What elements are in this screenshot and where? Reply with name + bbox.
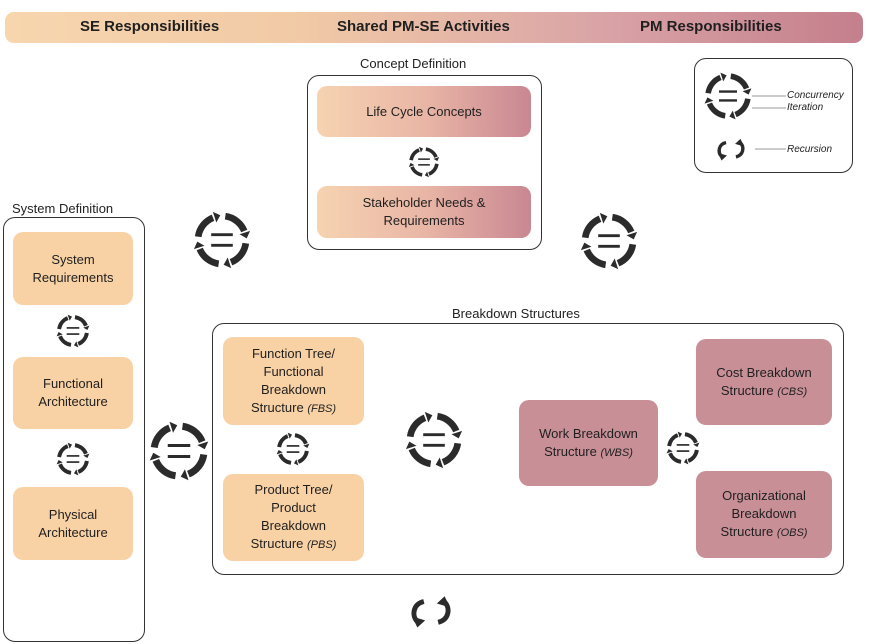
pbs-line-2: Product	[271, 500, 316, 515]
legend-cycle-icon	[704, 72, 752, 120]
phys-line-1: Physical	[48, 506, 98, 522]
legend-recursion-label: Recursion	[787, 144, 833, 155]
fbs-line-2: Functional	[263, 363, 324, 379]
pm-responsibilities-label: PM Responsibilities	[640, 18, 782, 35]
physical-architecture-box: Physical Architecture	[13, 487, 133, 560]
func-line-2: Architecture	[38, 394, 108, 409]
life-cycle-concepts-box: Life Cycle Concepts	[317, 86, 531, 137]
wbs-line-2: Structure	[544, 443, 597, 459]
stakeholder-line-1: Stakeholder Needs &	[362, 195, 486, 210]
obs-line-1: Organizational	[722, 488, 806, 503]
pbs-line-3: Breakdown	[260, 518, 327, 533]
shared-left-cycle-icon	[193, 211, 251, 269]
pbs-line-1: Product Tree/	[254, 482, 333, 497]
bottom-recursion-icon	[411, 596, 451, 628]
breakdown-structures-title: Breakdown Structures	[452, 306, 580, 321]
concept-cycle-icon	[408, 146, 440, 178]
fbs-abbr: (FBS)	[307, 402, 337, 415]
legend-concurrency-label: Concurrency	[787, 90, 844, 101]
cbs-line-2: Structure	[720, 382, 774, 398]
breakdown-center-cycle-icon	[405, 411, 463, 469]
wbs-cycle-icon	[666, 431, 700, 465]
obs-abbr: (OBS)	[776, 527, 808, 539]
stakeholder-needs-box: Stakeholder Needs & Requirements	[317, 186, 531, 238]
fbs-pbs-cycle-icon	[276, 432, 310, 466]
system-requirements-box: System Requirements	[13, 232, 133, 305]
phys-line-2: Architecture	[38, 524, 108, 540]
wbs-box: Work Breakdown Structure (WBS)	[519, 400, 658, 486]
wbs-abbr: (WBS)	[600, 446, 633, 459]
concept-definition-title: Concept Definition	[360, 56, 467, 71]
stakeholder-line-2: Requirements	[383, 213, 465, 228]
cbs-line-1: Cost Breakdown	[716, 364, 812, 380]
legend-iteration-label: Iteration	[787, 102, 824, 113]
pbs-line-4: Structure	[250, 536, 304, 551]
legend-recursion-icon	[717, 139, 745, 161]
cbs-box: Cost Breakdown Structure (CBS)	[696, 339, 832, 425]
responsibility-banner	[5, 12, 863, 43]
fbs-line-1: Function Tree/	[251, 345, 336, 361]
pbs-box: Product Tree/ Product Breakdown Structur…	[223, 474, 364, 561]
shared-right-cycle-icon	[580, 212, 638, 270]
shared-activities-label: Shared PM-SE Activities	[337, 18, 510, 35]
func-line-1: Functional	[43, 376, 103, 391]
obs-line-3: Structure	[720, 524, 774, 539]
obs-box: Organizational Breakdown Structure (OBS)	[696, 471, 832, 558]
pbs-abbr: (PBS)	[307, 539, 337, 551]
fbs-line-4: Structure	[250, 399, 304, 415]
sysreq-line-1: System	[51, 251, 95, 267]
fbs-line-3: Breakdown	[260, 381, 327, 397]
se-responsibilities-label: SE Responsibilities	[80, 18, 220, 35]
wbs-line-1: Work Breakdown	[539, 425, 638, 441]
fbs-box: Function Tree/ Functional Breakdown Stru…	[223, 337, 364, 425]
system-definition-title: System Definition	[12, 201, 114, 216]
sysreq-line-2: Requirements	[32, 269, 114, 285]
obs-line-2: Breakdown	[731, 506, 797, 521]
life-cycle-concepts-label: Life Cycle Concepts	[366, 103, 482, 119]
cbs-abbr: (CBS)	[777, 385, 808, 398]
functional-architecture-box: Functional Architecture	[13, 357, 133, 429]
sysdef-upper-cycle-icon	[56, 314, 90, 348]
system-breakdown-cycle-icon	[149, 421, 209, 481]
sysdef-lower-cycle-icon	[56, 442, 90, 476]
